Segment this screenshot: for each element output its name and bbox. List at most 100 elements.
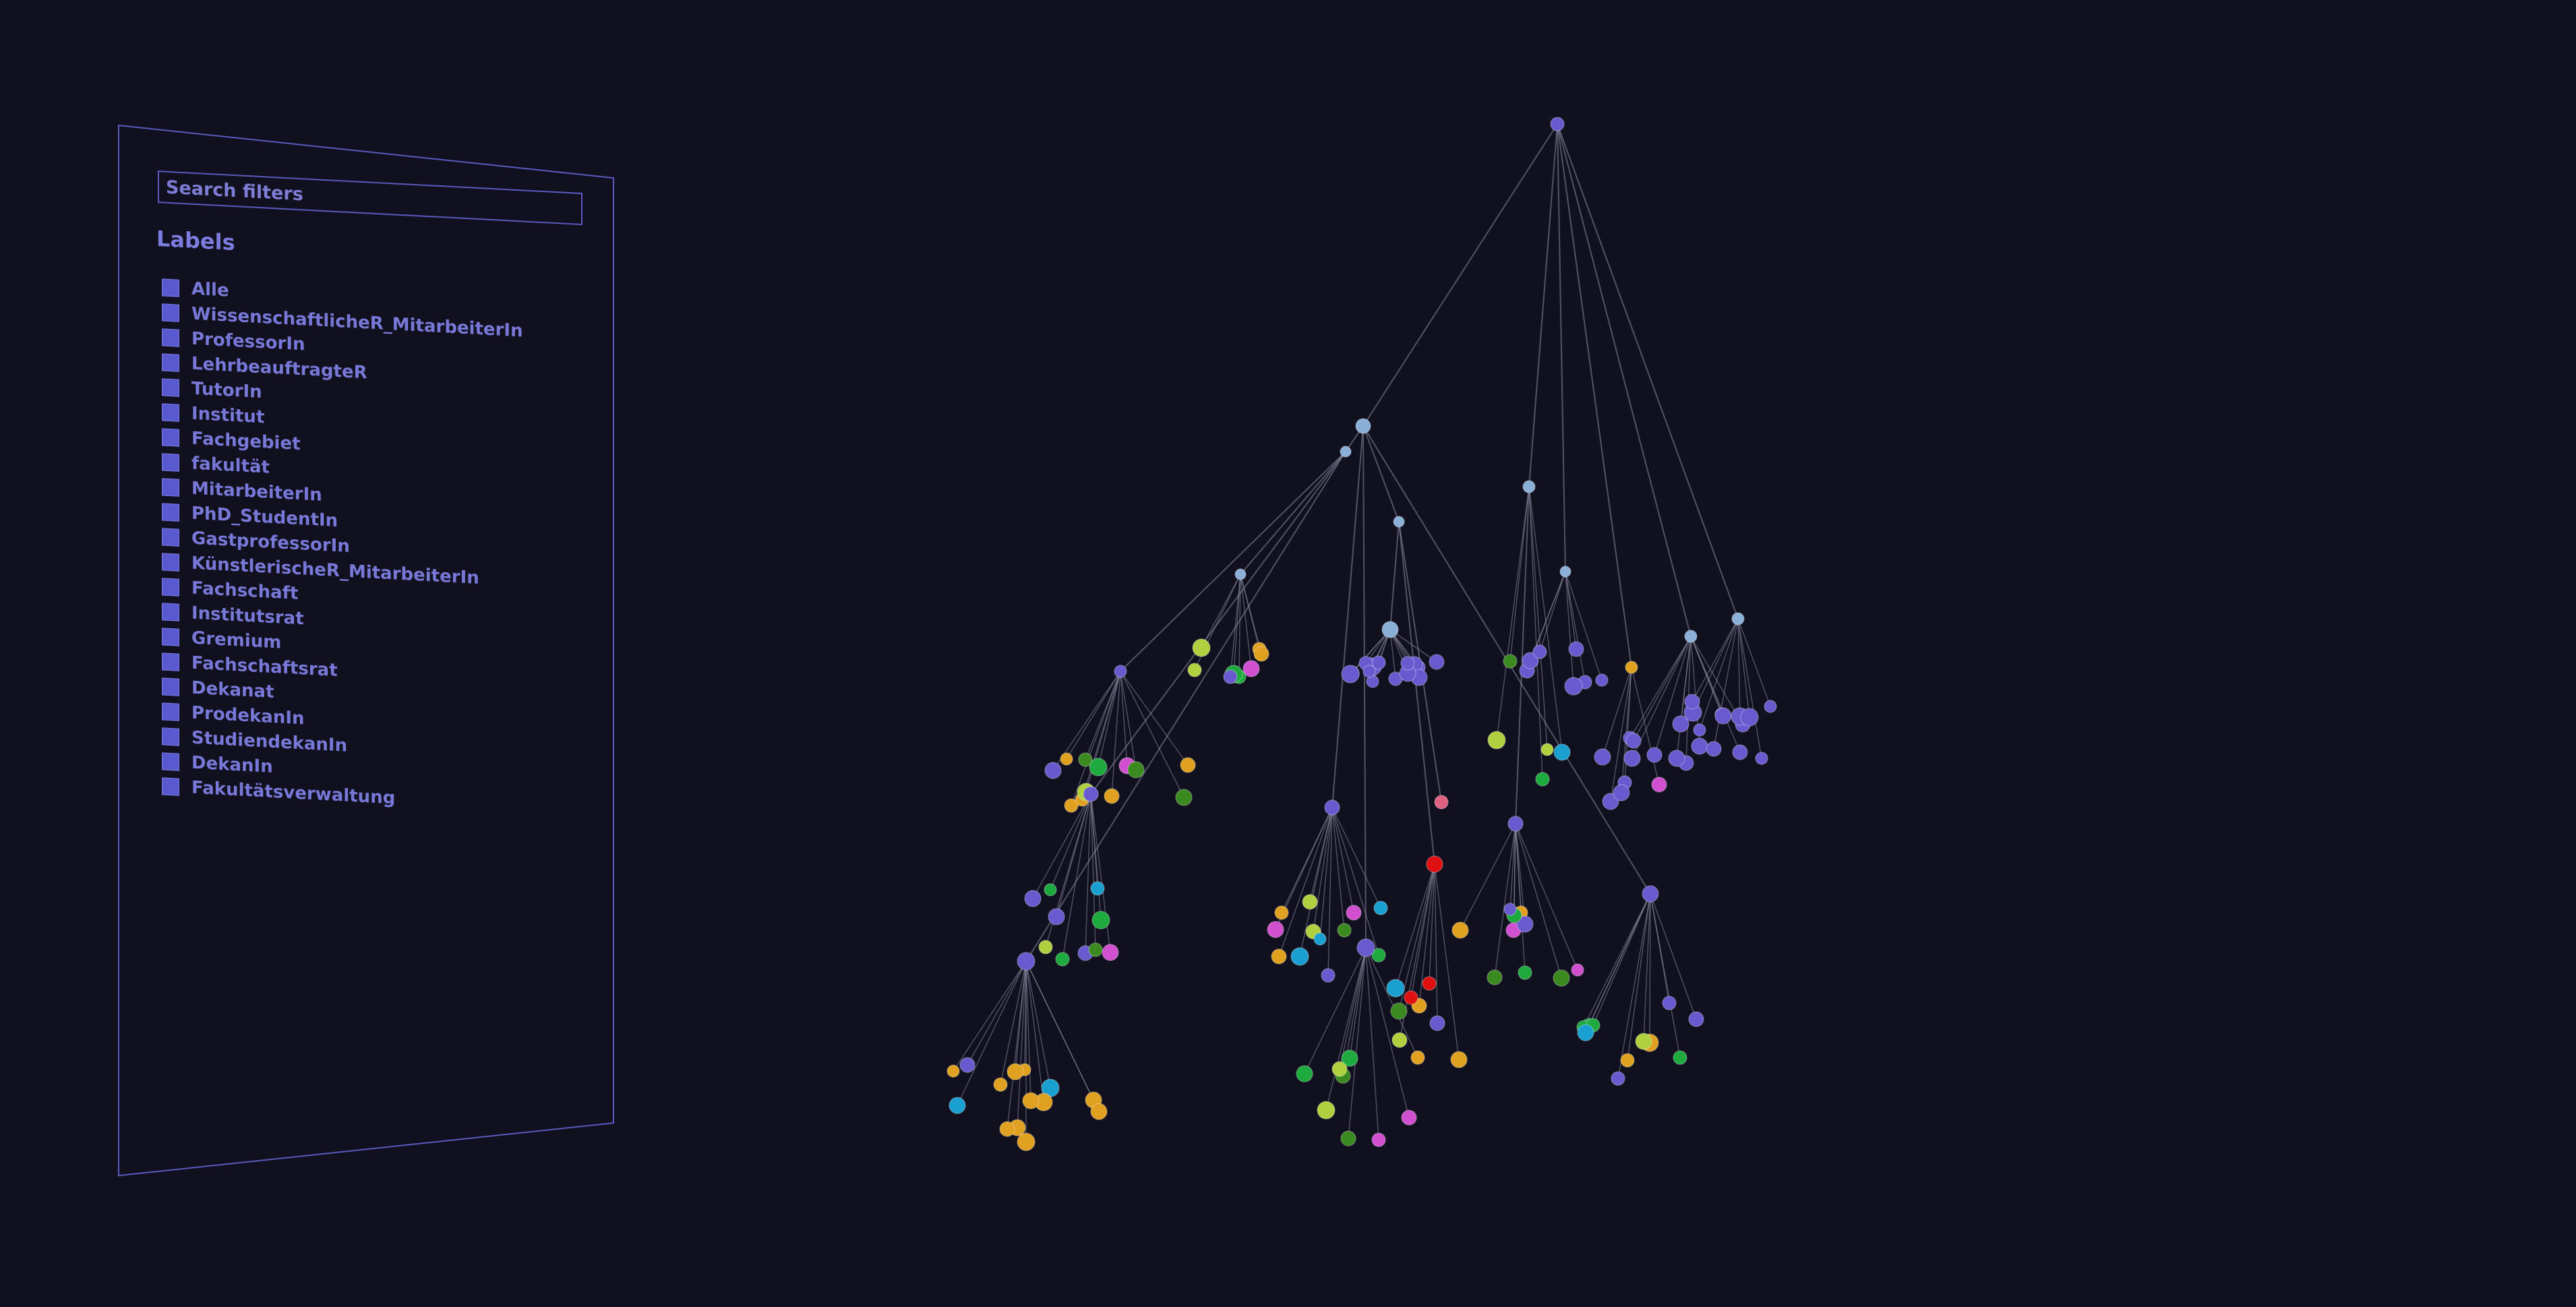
graph-node[interactable] [1341, 1050, 1358, 1067]
label-checkbox[interactable] [162, 452, 179, 472]
graph-node[interactable] [1090, 1103, 1108, 1120]
graph-node[interactable] [1090, 881, 1105, 896]
graph-node[interactable] [1613, 784, 1630, 801]
graph-node[interactable] [1340, 1130, 1356, 1147]
graph-node[interactable] [1331, 1061, 1348, 1077]
graph-node[interactable] [1564, 677, 1583, 696]
graph-node[interactable] [1400, 656, 1415, 671]
graph-node[interactable] [1422, 976, 1437, 991]
graph-node[interactable] [1646, 747, 1663, 763]
graph-node[interactable] [1091, 911, 1110, 930]
graph-node[interactable] [1083, 786, 1099, 802]
graph-node[interactable] [1386, 979, 1405, 998]
graph-node[interactable] [1390, 1002, 1408, 1020]
graph-node[interactable] [1693, 723, 1706, 737]
graph-node[interactable] [1296, 1065, 1313, 1083]
graph-node[interactable] [1535, 772, 1550, 787]
label-checkbox[interactable] [162, 477, 179, 497]
graph-node[interactable] [1434, 795, 1449, 810]
label-checkbox[interactable] [162, 752, 179, 771]
graph-node[interactable] [1017, 952, 1036, 971]
graph-node[interactable] [1302, 894, 1318, 910]
graph-node[interactable] [1429, 1015, 1445, 1031]
graph-node[interactable] [1522, 480, 1536, 493]
graph-node[interactable] [1568, 641, 1584, 657]
graph-node[interactable] [1223, 669, 1238, 684]
graph-node[interactable] [1620, 1053, 1635, 1068]
graph-node[interactable] [1055, 952, 1070, 967]
graph-node[interactable] [1487, 731, 1506, 750]
label-checkbox[interactable] [162, 328, 179, 347]
graph-node[interactable] [1324, 799, 1340, 816]
graph-node[interactable] [1594, 748, 1611, 766]
graph-node[interactable] [1706, 741, 1722, 757]
graph-node[interactable] [1044, 762, 1062, 779]
graph-node[interactable] [1522, 652, 1539, 669]
graph-node[interactable] [1672, 715, 1689, 733]
graph-node[interactable] [1362, 665, 1376, 678]
label-checkbox[interactable] [162, 527, 179, 547]
graph-node[interactable] [1007, 1063, 1024, 1081]
label-checkbox[interactable] [162, 652, 179, 671]
graph-node[interactable] [1271, 948, 1287, 965]
graph-node[interactable] [1024, 890, 1042, 907]
graph-node[interactable] [1267, 921, 1284, 938]
graph-node[interactable] [1340, 446, 1352, 458]
graph-node[interactable] [1290, 947, 1309, 966]
graph-node[interactable] [1688, 1011, 1704, 1027]
graph-node[interactable] [947, 1064, 960, 1078]
graph-node[interactable] [1088, 942, 1103, 957]
graph-node[interactable] [1253, 646, 1269, 662]
graph-node[interactable] [1078, 752, 1093, 767]
graph-node[interactable] [1602, 793, 1619, 810]
graph-node[interactable] [1553, 743, 1571, 761]
graph-node[interactable] [1064, 798, 1079, 813]
label-checkbox[interactable] [162, 278, 179, 297]
label-checkbox[interactable] [162, 627, 179, 646]
graph-node[interactable] [1381, 621, 1399, 638]
graph-node[interactable] [1371, 1132, 1386, 1147]
graph-node[interactable] [1410, 1050, 1425, 1065]
graph-node[interactable] [1356, 938, 1375, 957]
graph-node[interactable] [1426, 855, 1443, 873]
graph-node[interactable] [1371, 948, 1386, 963]
graph-node[interactable] [1625, 733, 1642, 749]
graph-node[interactable] [1022, 1092, 1040, 1110]
graph-node[interactable] [1393, 516, 1405, 528]
graph-node[interactable] [1044, 883, 1057, 896]
search-filters-input[interactable] [158, 171, 582, 226]
graph-node[interactable] [1192, 638, 1211, 657]
graph-node[interactable] [1346, 905, 1362, 921]
graph-node[interactable] [1187, 663, 1202, 677]
graph-node[interactable] [1595, 673, 1609, 687]
graph-node[interactable] [1429, 654, 1445, 670]
label-checkbox[interactable] [162, 377, 179, 397]
label-checkbox[interactable] [162, 353, 179, 372]
graph-node[interactable] [1714, 707, 1732, 725]
label-checkbox[interactable] [162, 303, 179, 322]
graph-node[interactable] [1668, 750, 1685, 767]
graph-node[interactable] [949, 1097, 966, 1114]
label-checkbox[interactable] [162, 777, 179, 796]
label-checkbox[interactable] [162, 502, 179, 522]
graph-node[interactable] [1559, 566, 1571, 578]
graph-node[interactable] [1625, 661, 1638, 674]
label-checkbox[interactable] [162, 727, 179, 746]
graph-node[interactable] [1623, 750, 1641, 767]
graph-node[interactable] [1355, 418, 1371, 434]
graph-node[interactable] [1341, 665, 1360, 683]
graph-node[interactable] [1038, 940, 1053, 954]
graph-node[interactable] [1391, 1032, 1408, 1048]
graph-node[interactable] [993, 1077, 1008, 1092]
graph-node[interactable] [1060, 752, 1073, 766]
graph-node[interactable] [1553, 969, 1570, 987]
graph-node[interactable] [1401, 1110, 1417, 1126]
graph-node[interactable] [1684, 630, 1698, 643]
graph-node[interactable] [1764, 700, 1777, 713]
graph-node[interactable] [1673, 1050, 1687, 1065]
graph-node[interactable] [1731, 612, 1745, 626]
graph-node[interactable] [1516, 915, 1534, 933]
graph-node[interactable] [1532, 644, 1547, 659]
graph-node[interactable] [1577, 1024, 1594, 1041]
graph-node[interactable] [1321, 968, 1336, 983]
